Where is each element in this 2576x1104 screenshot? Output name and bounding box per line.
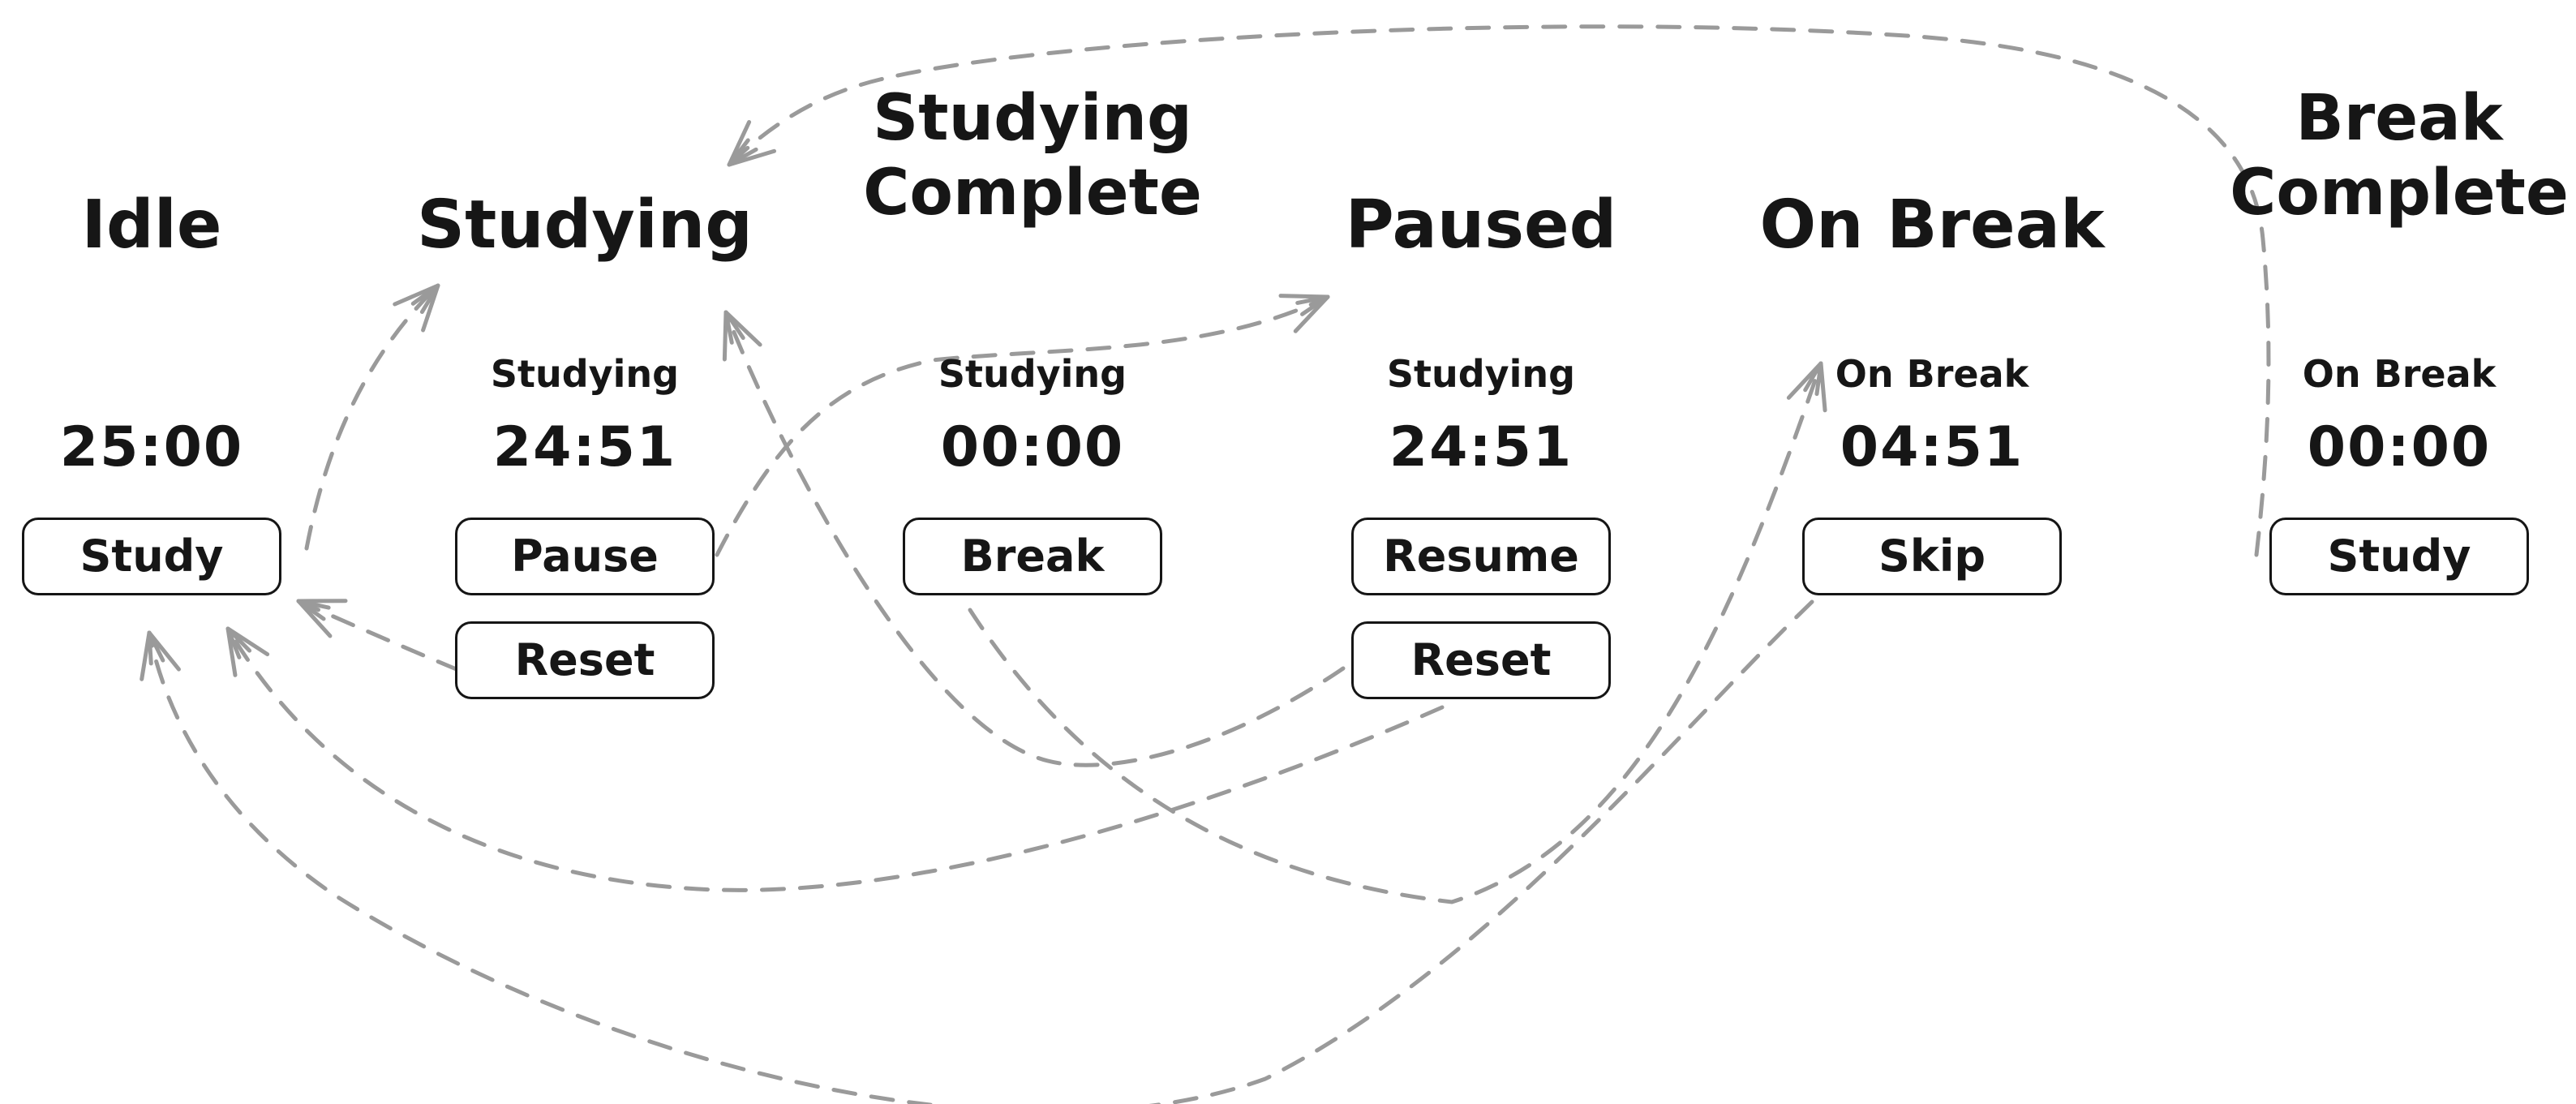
arrow-studying-complete-break-to-on-break-head bbox=[1803, 361, 1823, 397]
arrow-studying-reset-to-idle bbox=[296, 599, 461, 672]
state-column-paused: Paused Studying 24:51 Resume Reset bbox=[1254, 0, 1708, 1104]
phase-label: Studying bbox=[490, 352, 680, 396]
break-button[interactable]: Break bbox=[903, 518, 1162, 595]
phase-label: Studying bbox=[1386, 352, 1576, 396]
timer-value: 25:00 bbox=[59, 415, 244, 479]
state-column-studying-complete: Studying Complete Studying 00:00 Break bbox=[805, 0, 1260, 1104]
arrow-paused-reset-to-idle-head bbox=[225, 626, 252, 659]
timer-value: 04:51 bbox=[1840, 415, 2024, 479]
timer-value: 00:00 bbox=[2307, 415, 2492, 479]
study-button[interactable]: Study bbox=[22, 518, 281, 595]
state-column-idle: Idle 25:00 Study bbox=[0, 0, 379, 1104]
state-title: Studying Complete bbox=[863, 82, 1202, 230]
state-title: On Break bbox=[1759, 187, 2105, 264]
arrow-paused-reset-to-idle bbox=[225, 626, 1445, 892]
reset-button[interactable]: Reset bbox=[455, 621, 715, 699]
arrow-paused-resume-to-studying-head bbox=[723, 310, 745, 345]
state-title: Paused bbox=[1345, 187, 1617, 264]
arrow-paused-resume-to-studying bbox=[723, 310, 1346, 767]
arrow-studying-pause-to-paused-head bbox=[1295, 294, 1330, 316]
skip-button[interactable]: Skip bbox=[1802, 518, 2062, 595]
state-column-studying: Studying Studying 24:51 Pause Reset bbox=[358, 0, 812, 1104]
arrow-studying-reset-to-idle-head bbox=[296, 599, 331, 621]
phase-label: Studying bbox=[938, 352, 1127, 396]
arrow-studying-complete-break-to-on-break bbox=[968, 361, 1823, 904]
pause-button[interactable]: Pause bbox=[455, 518, 715, 595]
arrow-break-complete-study-to-studying-head bbox=[727, 138, 758, 167]
state-title: Break Complete bbox=[2230, 82, 2569, 230]
timer-value: 24:51 bbox=[1389, 415, 1574, 479]
reset-button[interactable]: Reset bbox=[1351, 621, 1611, 699]
study-button[interactable]: Study bbox=[2269, 518, 2529, 595]
state-title: Idle bbox=[81, 187, 222, 264]
arrow-on-break-skip-to-idle bbox=[147, 599, 1814, 1104]
state-column-break-complete: Break Complete On Break 00:00 Study bbox=[2172, 0, 2576, 1104]
timer-value: 00:00 bbox=[940, 415, 1125, 479]
arrow-on-break-skip-to-idle-head bbox=[147, 630, 165, 666]
resume-button[interactable]: Resume bbox=[1351, 518, 1611, 595]
arrow-idle-study-to-studying-head bbox=[410, 283, 440, 315]
state-title: Studying bbox=[417, 187, 753, 264]
arrow-idle-study-to-studying bbox=[304, 283, 440, 551]
state-column-on-break: On Break On Break 04:51 Skip bbox=[1705, 0, 2159, 1104]
phase-label: On Break bbox=[1835, 352, 2029, 396]
phase-label: On Break bbox=[2302, 352, 2497, 396]
arrow-break-complete-study-to-studying bbox=[727, 24, 2271, 557]
arrow-studying-pause-to-paused bbox=[715, 294, 1330, 557]
timer-value: 24:51 bbox=[492, 415, 677, 479]
